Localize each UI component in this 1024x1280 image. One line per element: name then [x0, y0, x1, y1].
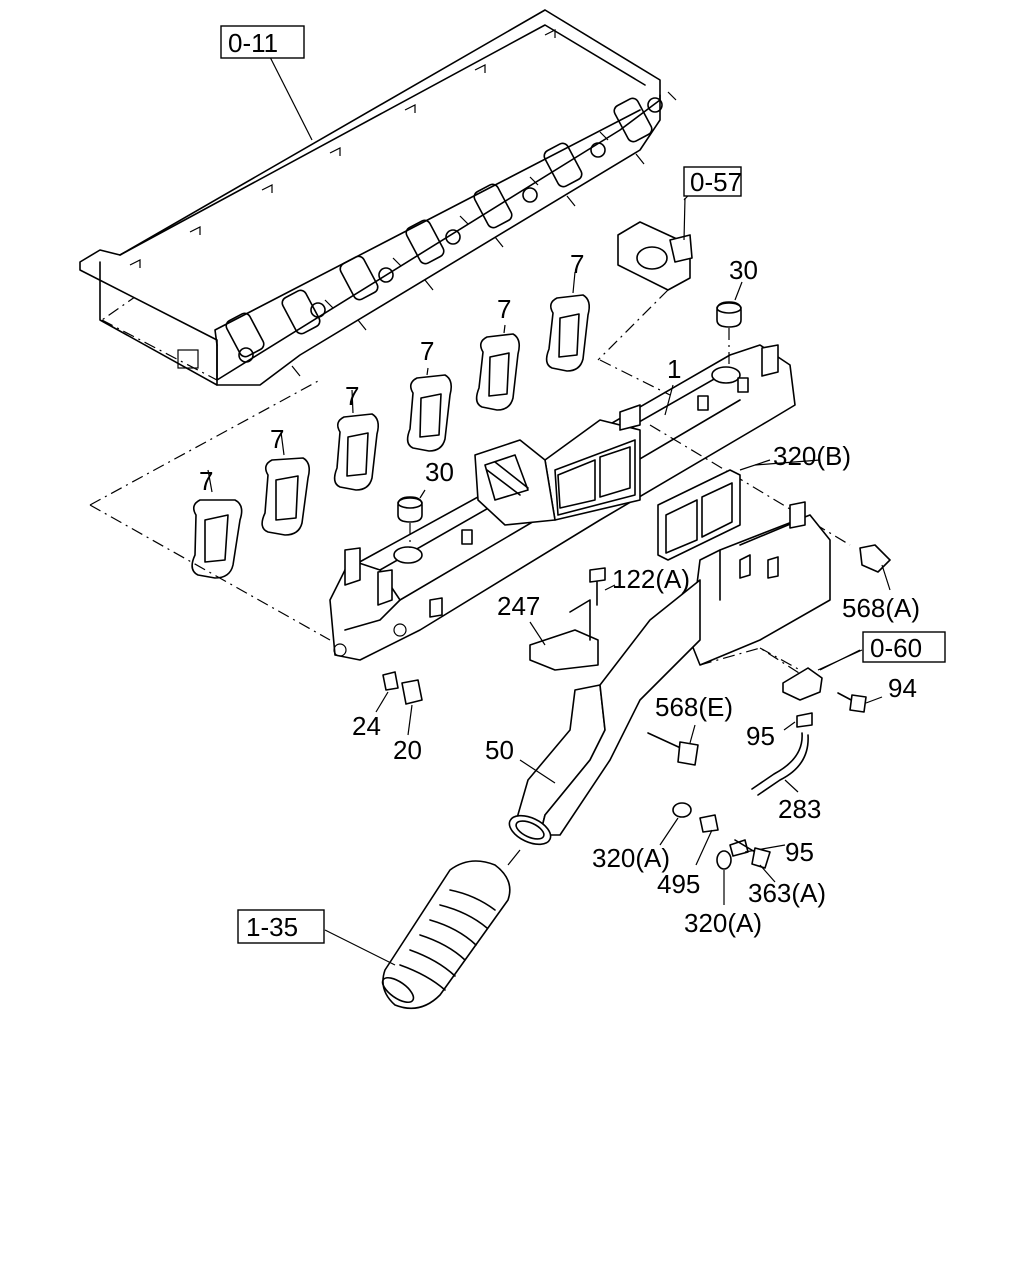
part-label-7-d: 7 — [420, 336, 434, 366]
part-label-320a-b: 320(A) — [684, 908, 762, 938]
part-label-7-e: 7 — [497, 294, 511, 324]
cylinder-head-drawing — [79, 9, 677, 386]
part-label-1: 1 — [667, 354, 681, 384]
part-label-7-b: 7 — [270, 424, 284, 454]
ref-0-57: 0-57 — [690, 167, 742, 197]
part-label-50: 50 — [485, 735, 514, 765]
part-label-30-b: 30 — [729, 255, 758, 285]
part-label-20: 20 — [393, 735, 422, 765]
fitting-0-57-drawing — [597, 197, 693, 361]
exhaust-manifold-drawing — [329, 344, 851, 661]
part-label-24: 24 — [352, 711, 381, 741]
part-label-495: 495 — [657, 869, 700, 899]
reference-labels: 0-11 0-57 0-60 1-35 — [220, 25, 946, 944]
ref-0-11: 0-11 — [228, 28, 278, 58]
cap-30-drawing — [397, 281, 743, 548]
part-label-247: 247 — [497, 591, 540, 621]
part-label-95-a: 95 — [746, 721, 775, 751]
part-label-7-f: 7 — [570, 249, 584, 279]
gasket-320b-drawing — [657, 459, 771, 561]
part-label-122a: 122(A) — [612, 564, 690, 594]
fasteners-drawing — [375, 544, 891, 905]
part-label-30-a: 30 — [425, 457, 454, 487]
ref-box-0-60 — [862, 631, 946, 663]
ref-0-60: 0-60 — [870, 633, 922, 663]
flex-hose-1-35-drawing — [324, 860, 511, 1010]
ref-1-35: 1-35 — [246, 912, 298, 942]
part-label-95-b: 95 — [785, 837, 814, 867]
part-label-7-a: 7 — [199, 466, 213, 496]
ref-box-0-11 — [220, 25, 305, 59]
part-label-94: 94 — [888, 673, 917, 703]
part-label-568e: 568(E) — [655, 692, 733, 722]
manifold-gaskets — [89, 271, 590, 641]
part-number-labels: 1 7 7 7 7 7 7 30 30 320(B) 122(A) 247 56… — [199, 249, 920, 938]
part-label-320a-a: 320(A) — [592, 843, 670, 873]
exhaust-pipe-50-drawing — [507, 579, 701, 866]
part-label-363a: 363(A) — [748, 878, 826, 908]
ref-box-1-35 — [237, 909, 325, 944]
part-label-320b: 320(B) — [773, 441, 851, 471]
part-label-7-c: 7 — [345, 381, 359, 411]
ref-box-0-57 — [683, 166, 742, 197]
rear-manifold-section — [689, 501, 831, 681]
part-label-568a: 568(A) — [842, 593, 920, 623]
part-label-283: 283 — [778, 794, 821, 824]
